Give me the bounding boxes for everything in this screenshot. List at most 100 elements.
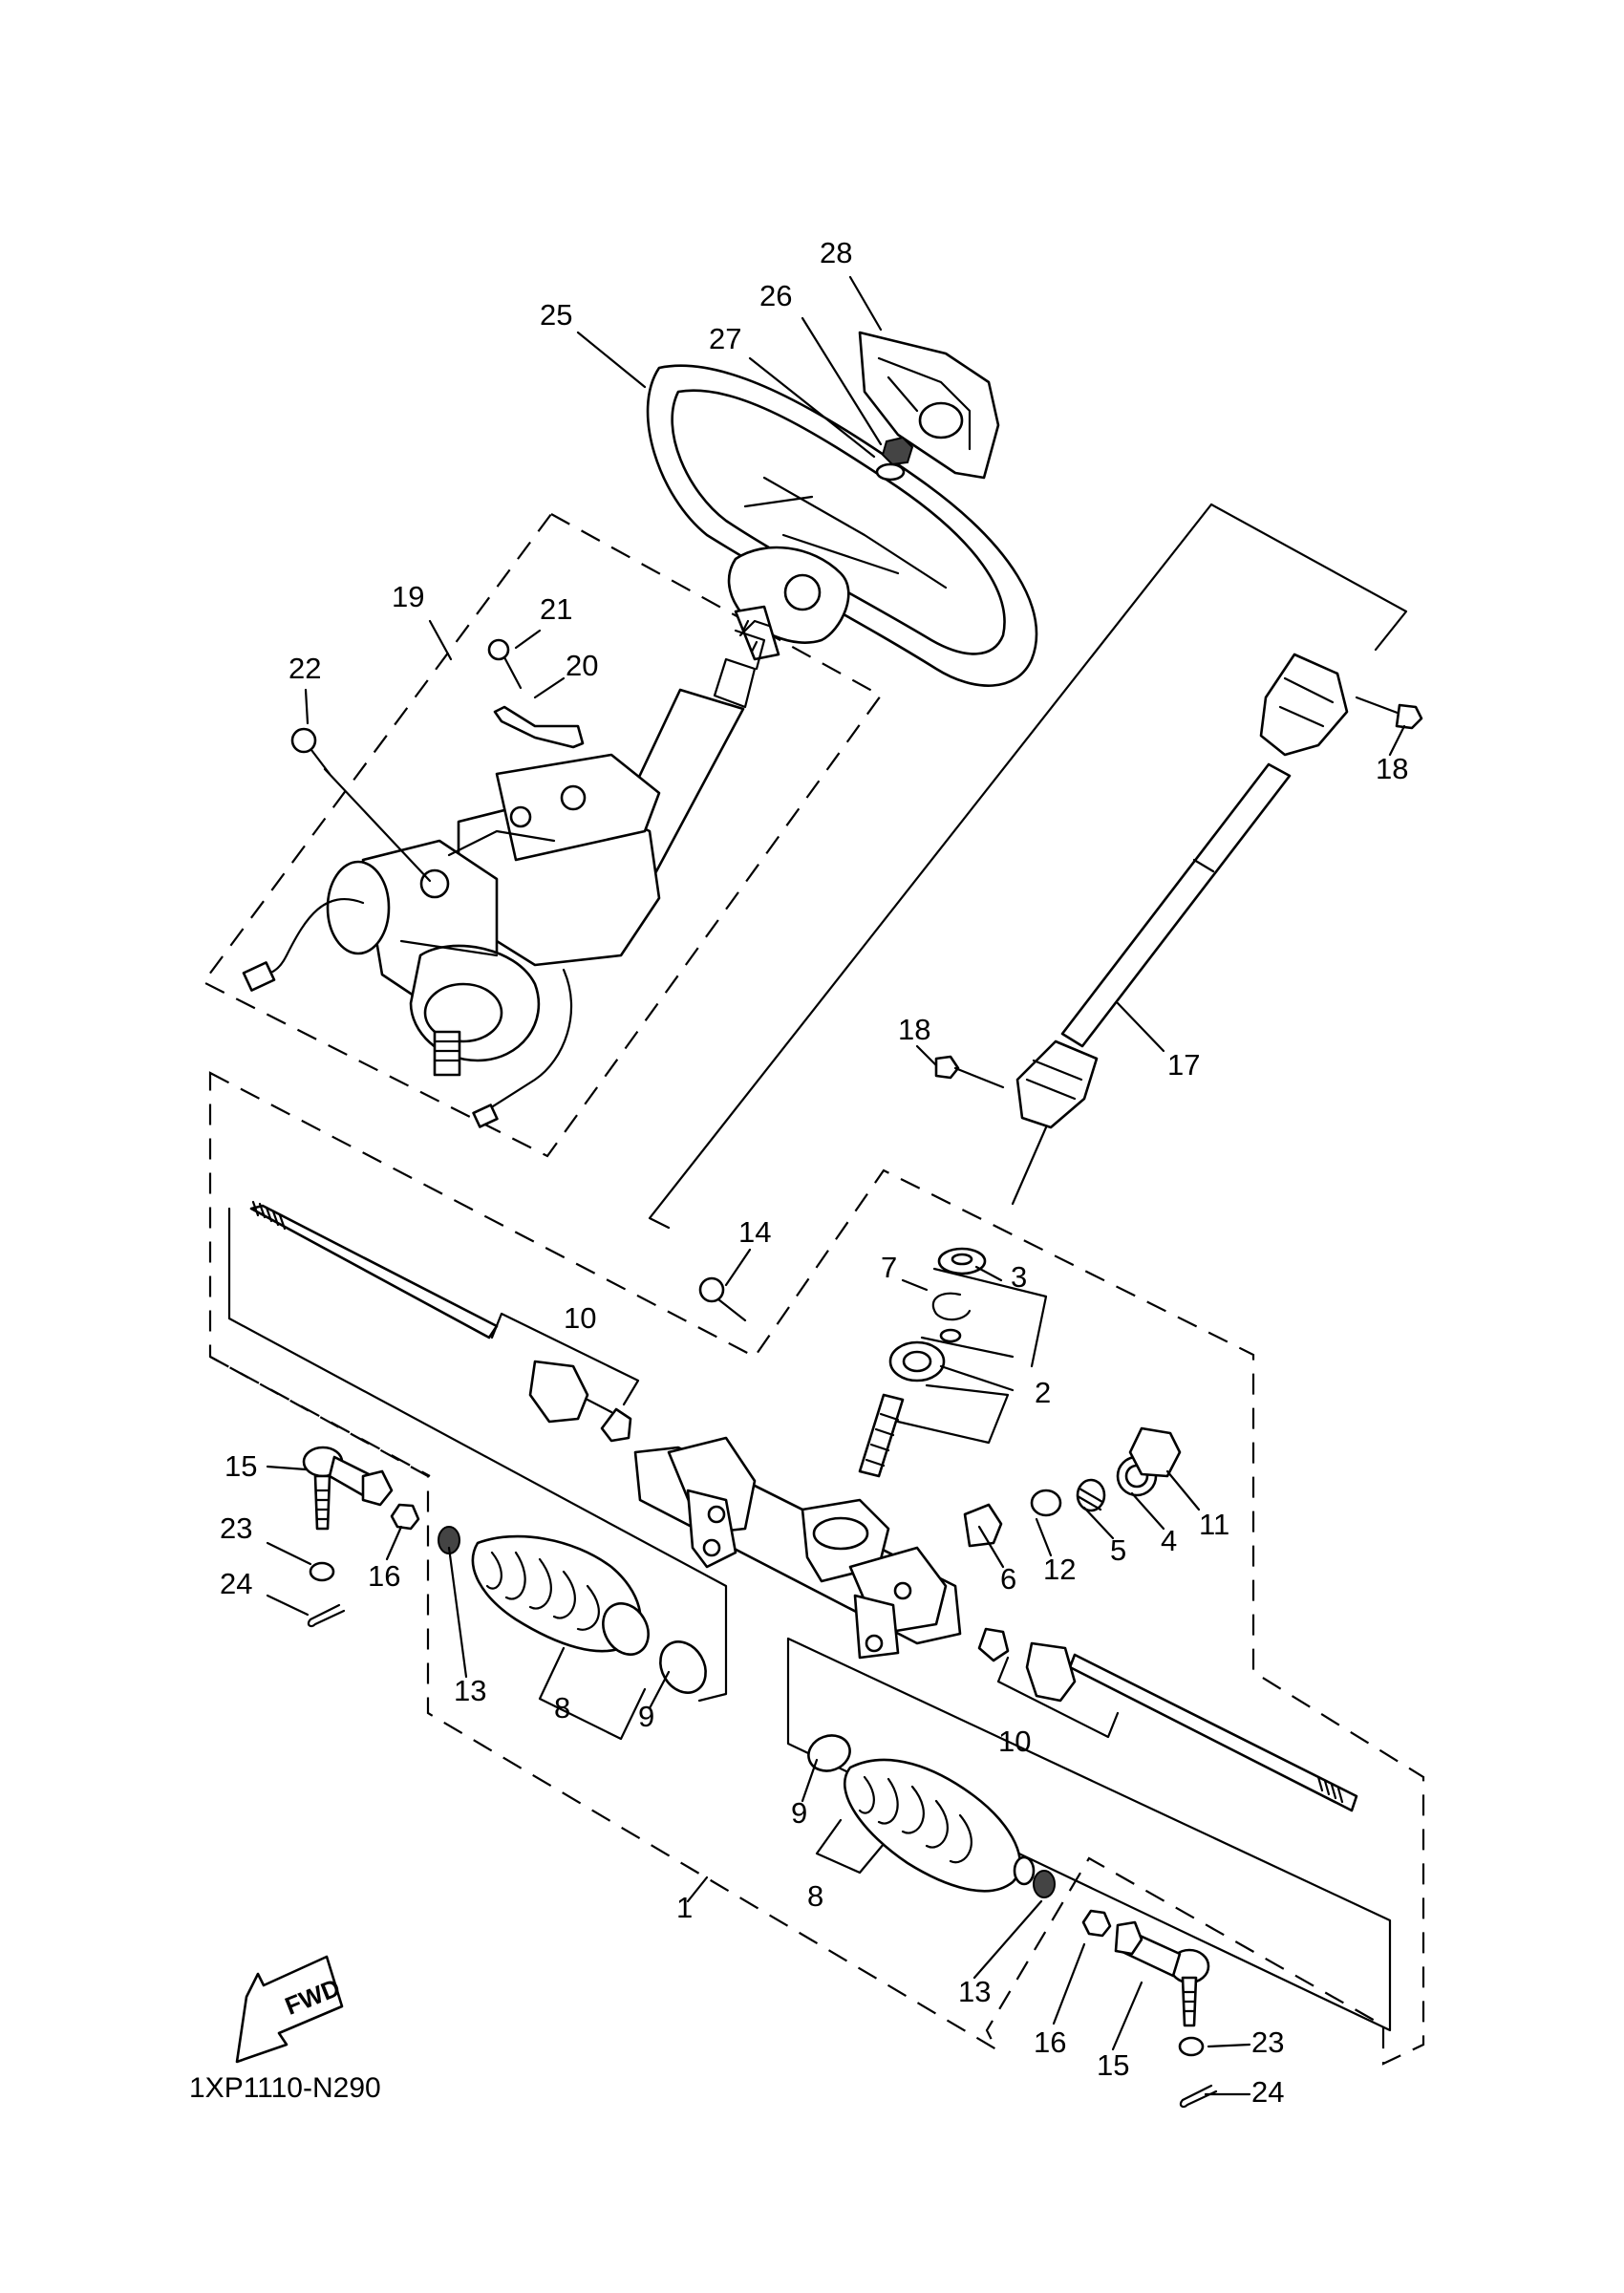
right-boot-band: [807, 1734, 851, 1772]
callout-leader-c2: [939, 1364, 1015, 1392]
steering-column-assembly: [242, 619, 771, 1128]
boot-bracket-left: [538, 1646, 647, 1741]
left-tie-rod: [249, 1200, 632, 1443]
right-tie-rod-kit-box: [786, 1637, 1392, 2032]
callout-leader-c25: [576, 331, 647, 389]
right-tie-rod-end: [1114, 1920, 1210, 2027]
callout-leader-c12: [1035, 1517, 1053, 1557]
shaft-pinch-bolt-lower: [934, 1055, 1005, 1089]
callout-label-c16b: 16: [1034, 2025, 1066, 2059]
callout-leader-c26: [801, 316, 883, 446]
callout-leader-c24a: [266, 1594, 310, 1617]
callout-label-c13a: 13: [454, 1674, 486, 1707]
callout-label-c10b: 10: [998, 1725, 1031, 1758]
pinion-gear: [858, 1393, 905, 1478]
callout-label-c14: 14: [738, 1215, 771, 1249]
callout-leader-c11: [1165, 1469, 1201, 1511]
callout-label-c25: 25: [540, 298, 572, 332]
callout-label-c1: 1: [676, 1891, 693, 1924]
callout-label-c27: 27: [709, 322, 741, 355]
shaft-pinch-bolt-upper: [1355, 696, 1423, 730]
callout-label-c7: 7: [881, 1251, 897, 1284]
rack-guide: [963, 1503, 1003, 1548]
tie-rod-bracket-lower: [996, 1656, 1120, 1739]
left-castle-nut: [309, 1561, 335, 1582]
right-tie-rod: [977, 1627, 1358, 1812]
callout-label-c2: 2: [1035, 1376, 1051, 1409]
horn-pad: [858, 331, 1000, 480]
callout-leader-c15b: [1111, 1981, 1143, 2051]
callout-label-c24a: 24: [220, 1567, 252, 1600]
callout-leader-c9a: [648, 1670, 671, 1710]
shaft-kit-box: [648, 503, 1408, 1230]
left-cotter-pin: [307, 1603, 346, 1628]
housing-mount-bolt: [698, 1276, 747, 1322]
right-boot-clamp: [1033, 1870, 1056, 1898]
lock-nut: [1128, 1426, 1182, 1478]
callout-leader-c22: [304, 688, 310, 725]
callout-label-c15b: 15: [1097, 2048, 1129, 2082]
steering-wheel: [646, 364, 1038, 687]
left-boot-band: [659, 1640, 707, 1694]
right-rack-boot: [844, 1758, 1036, 1893]
guide-spring-coils: [1076, 1487, 1104, 1511]
rack-housing: [633, 1436, 962, 1660]
callout-leader-c21: [514, 629, 542, 650]
callout-label-c23b: 23: [1251, 2025, 1284, 2059]
callout-label-c12: 12: [1043, 1553, 1076, 1586]
rack-assembly-boundary: [208, 1071, 1425, 2066]
callout-label-c20: 20: [566, 649, 598, 682]
callout-label-c8b: 8: [807, 1879, 823, 1913]
callout-label-c19: 19: [392, 580, 424, 613]
pinion-bearing-inner: [902, 1350, 932, 1373]
callout-label-c17: 17: [1167, 1048, 1200, 1082]
callout-label-c16a: 16: [368, 1559, 400, 1593]
callout-leader-c23a: [266, 1541, 312, 1566]
right-tie-rod-nut: [1081, 1909, 1112, 1938]
left-tie-rod-nut: [390, 1503, 420, 1531]
boot-bracket-right: [815, 1818, 886, 1875]
callout-leader-c18b: [915, 1044, 938, 1067]
callout-label-c6: 6: [1000, 1562, 1016, 1596]
guide-o-ring: [1030, 1489, 1062, 1517]
callout-leader-c4: [1130, 1491, 1165, 1531]
intermediate-shaft: [1011, 653, 1349, 1206]
callout-leader-c7: [901, 1278, 929, 1292]
callout-label-c15a: 15: [224, 1449, 257, 1483]
callout-leader-c16b: [1052, 1942, 1086, 2025]
callout-label-c23a: 23: [220, 1511, 252, 1545]
callout-label-c18a: 18: [1376, 752, 1408, 785]
callout-leader-c13a: [447, 1546, 468, 1679]
callout-label-c28: 28: [820, 236, 852, 269]
pinion-kit-bracket: [896, 1267, 1048, 1445]
pinion-o-ring: [939, 1328, 962, 1343]
left-tie-rod-end: [302, 1446, 394, 1531]
steering-wheel-nut: [881, 436, 914, 466]
callout-label-c11: 11: [1199, 1508, 1229, 1541]
right-castle-nut: [1178, 2036, 1205, 2057]
callout-leader-c20: [533, 676, 566, 699]
callout-leader-c15a: [266, 1465, 308, 1471]
callout-label-c10a: 10: [564, 1301, 596, 1335]
callout-labels: 1234567889910101112131314151516161718181…: [220, 236, 1408, 2109]
bracket-bolt: [487, 638, 523, 690]
callout-leader-c1: [686, 1875, 709, 1903]
callout-leader-c17: [1116, 1001, 1165, 1053]
right-cotter-pin: [1179, 2084, 1218, 2109]
callout-label-c9b: 9: [791, 1796, 807, 1830]
column-bracket: [493, 705, 585, 749]
callout-leader-c19: [428, 619, 453, 661]
callout-label-c3: 3: [1011, 1260, 1027, 1294]
callout-label-c26: 26: [759, 279, 792, 312]
oil-seal-inner: [951, 1253, 973, 1266]
callout-leader-c16a: [385, 1525, 403, 1561]
callout-label-c9a: 9: [638, 1700, 654, 1733]
callout-leader-c6: [977, 1525, 1005, 1569]
callout-leader-c13b: [972, 1899, 1043, 1980]
left-rack-boot: [471, 1534, 650, 1656]
callout-label-c4: 4: [1161, 1524, 1177, 1557]
column-mount-bolt: [290, 727, 432, 883]
callout-label-c8a: 8: [554, 1691, 570, 1725]
left-tie-rod-kit-box: [227, 1207, 728, 1703]
